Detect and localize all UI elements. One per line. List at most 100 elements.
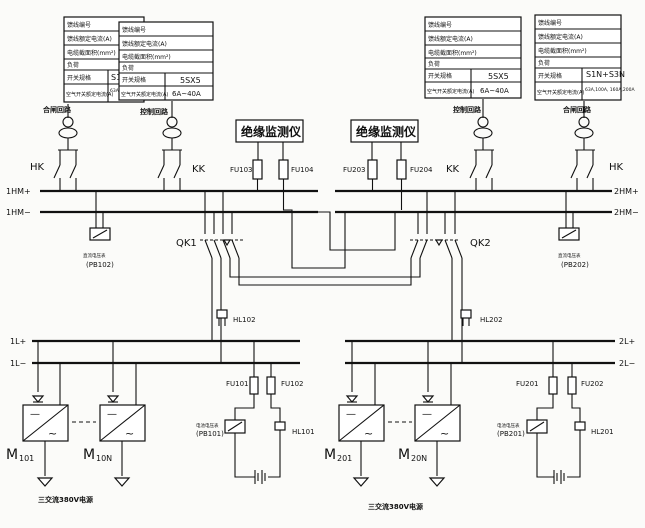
ct-left — [58, 104, 78, 150]
svg-text:~: ~ — [440, 427, 449, 440]
spec-row-cable: 电缆截面积(mm²) — [122, 53, 171, 61]
kk-switch-left: KK — [157, 149, 206, 190]
spec-breaker-current: 63A,100A, 160A,200A — [585, 87, 635, 93]
m201-sub: 201 — [337, 454, 352, 463]
spec-row-feeder-no: 馈线编号 — [538, 19, 562, 27]
pb201-caption: 电池电压表 — [497, 422, 520, 429]
control-circuit-label-right: 控制回路 — [453, 105, 482, 114]
insulation-monitor-left-label: 绝缘监测仪 — [241, 124, 302, 139]
bus-1hm-plus-label: 1HM+ — [6, 187, 31, 196]
spec-breaker-current: 6A~40A — [480, 87, 509, 95]
hk-switch-right: HK — [570, 149, 624, 190]
rectifier-m101: — ~ M 101 — [6, 341, 69, 487]
hl102-label: HL102 — [233, 316, 256, 324]
spec-table-right: 馈线编号 馈线额定电流(A) 电缆截面积(mm²) 负荷 开关规格 空气开关额定… — [534, 14, 635, 101]
spec-row-breaker-current: 空气开关额定电流(A) — [121, 91, 168, 98]
bus-1l-plus-label: 1L+ — [10, 337, 26, 346]
hk-switch-left: HK — [30, 149, 78, 190]
insulation-monitor-right-label: 绝缘监测仪 — [356, 124, 417, 139]
fu101-label: FU101 — [226, 380, 249, 388]
rectifier-m201: — ~ M 201 — [324, 341, 385, 487]
fuse-fu104: FU104 — [278, 159, 314, 210]
svg-text:—: — — [30, 409, 40, 420]
pb202-label: (PB202) — [561, 261, 589, 269]
pb202-caption: 直流电压表 — [558, 252, 581, 259]
hl101-label: HL101 — [292, 428, 315, 436]
fu102-label: FU102 — [281, 380, 304, 388]
spec-row-load: 负荷 — [428, 60, 440, 68]
spec-row-breaker-current: 空气开关额定电流(A) — [537, 89, 584, 96]
bus-1l-minus-label: 1L− — [10, 359, 26, 368]
fu203-label: FU203 — [343, 166, 366, 174]
spec-row-cable: 电缆截面积(mm²) — [538, 47, 587, 55]
spec-row-feeder-no: 馈线编号 — [428, 21, 452, 29]
bus-2hm-minus-label: 2HM− — [614, 208, 639, 217]
spec-breaker-model: S1N+S3N — [586, 70, 625, 79]
svg-text:~: ~ — [48, 427, 57, 440]
qk1-switch: QK1 — [176, 191, 244, 259]
bus-2l-plus-label: 2L+ — [619, 337, 635, 346]
spec-row-feeder-current: 馈线额定电流(A) — [122, 40, 167, 48]
spec-row-breaker-current: 空气开关额定电流(A) — [66, 91, 113, 98]
hk-label-right: HK — [609, 162, 624, 173]
closing-circuit-label-left: 合闸回路 — [42, 105, 72, 114]
svg-text:—: — — [422, 409, 432, 420]
qk2-switch: QK2 — [410, 191, 491, 259]
m20n-label: M — [398, 447, 410, 463]
rectifier-m10n: — ~ M 10N — [72, 341, 146, 487]
pb101-caption: 电池电压表 — [196, 422, 219, 429]
fuse-fu103: FU103 — [230, 159, 263, 190]
ct-right — [574, 101, 594, 150]
insulation-monitor-left: 绝缘监测仪 — [235, 119, 304, 160]
m101-sub: 101 — [19, 454, 34, 463]
fu103-label: FU103 — [230, 166, 253, 174]
fu202-label: FU202 — [581, 380, 604, 388]
qk1-label: QK1 — [176, 238, 197, 249]
control-circuit-label-left: 控制回路 — [140, 107, 169, 116]
closing-circuit-label-right: 合闸回路 — [562, 105, 592, 114]
spec-row-switch: 开关规格 — [428, 72, 452, 80]
kk-label-right: KK — [446, 164, 460, 175]
kk-label-left: KK — [192, 164, 206, 175]
spec-row-feeder-current: 馈线额定电流(A) — [67, 35, 112, 43]
fuse-fu204: FU204 — [396, 159, 433, 210]
voltmeter-pb102: 直流电压表 (PB102) — [83, 191, 114, 269]
spec-row-feeder-current: 馈线额定电流(A) — [428, 35, 473, 43]
indicator-hl102: HL102 — [216, 309, 256, 326]
hl201-label: HL201 — [591, 428, 614, 436]
spec-table-left2: 馈线编号 馈线额定电流(A) 电缆截面积(mm²) 负荷 开关规格 空气开关额定… — [118, 21, 214, 101]
spec-row-load: 负荷 — [122, 64, 134, 72]
spec-row-switch: 开关规格 — [122, 76, 146, 84]
bus-2l-minus-label: 2L− — [619, 359, 635, 368]
svg-text:~: ~ — [364, 427, 373, 440]
insulation-monitor-right: 绝缘监测仪 — [350, 119, 419, 160]
spec-row-switch: 开关规格 — [67, 74, 91, 82]
svg-text:~: ~ — [125, 427, 134, 440]
indicator-hl202: HL202 — [460, 309, 503, 326]
svg-text:—: — — [346, 409, 356, 420]
bus-2l: 2L+ 2L− — [345, 337, 635, 368]
spec-breaker-model: 5SX5 — [180, 76, 201, 85]
battery-branch-left: FU101 FU102 电池电压表 (PB101) HL101 — [196, 341, 315, 484]
ac-source-left: 三交流380V电源 — [38, 495, 93, 504]
bus-2hm: 2HM+ 2HM− — [335, 187, 639, 217]
spec-breaker-model: 5SX5 — [488, 72, 509, 81]
bus-1l: 1L+ 1L− — [10, 337, 300, 368]
m10n-label: M — [83, 447, 95, 463]
spec-breaker-current: 6A~40A — [172, 90, 201, 98]
svg-text:—: — — [107, 409, 117, 420]
bus-2hm-plus-label: 2HM+ — [614, 187, 639, 196]
pb102-label: (PB102) — [86, 261, 114, 269]
rectifier-m20n: — ~ M 20N — [388, 341, 461, 487]
bus-1hm-minus-label: 1HM− — [6, 208, 31, 217]
spec-row-feeder-no: 馈线编号 — [122, 26, 146, 34]
fu204-label: FU204 — [410, 166, 433, 174]
spec-table-right2: 馈线编号 馈线额定电流(A) 电缆截面积(mm²) 负荷 开关规格 空气开关额定… — [424, 16, 522, 99]
spec-row-cable: 电缆截面积(mm²) — [67, 49, 116, 57]
tie-wiring — [211, 209, 463, 362]
voltmeter-pb202: 直流电压表 (PB202) — [558, 191, 589, 269]
m10n-sub: 10N — [96, 454, 112, 463]
fu104-label: FU104 — [291, 166, 314, 174]
